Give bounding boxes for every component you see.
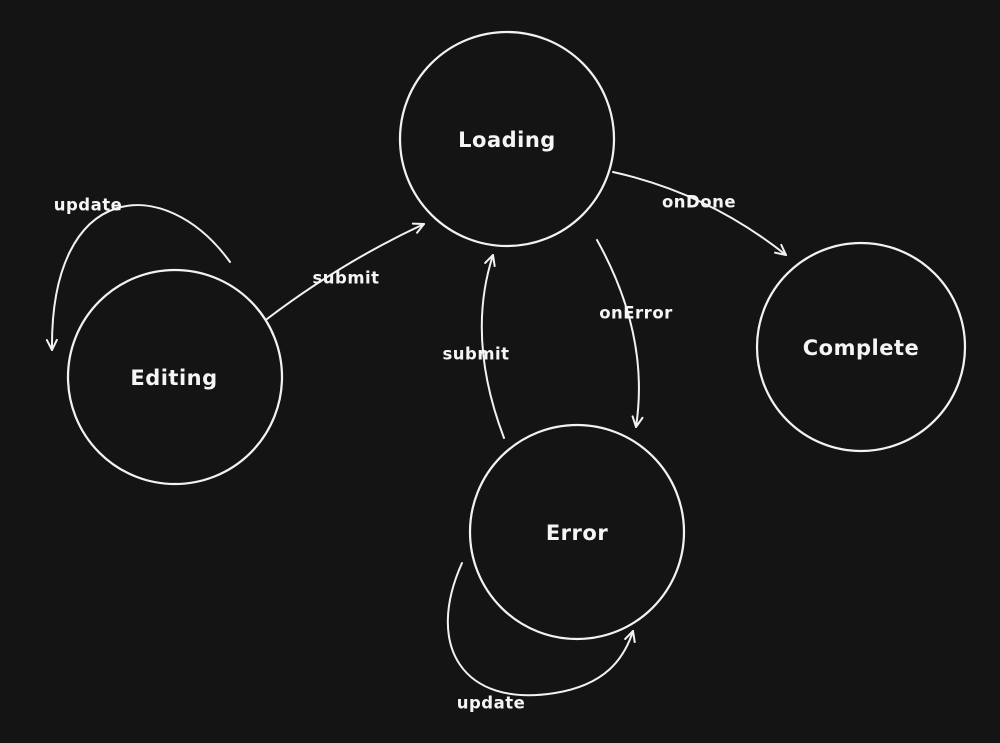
state-node-editing[interactable]: Editing [66, 268, 284, 486]
state-node-complete[interactable]: Complete [755, 241, 967, 453]
state-label-loading: Loading [458, 128, 556, 152]
edge-label-error-submit: submit [442, 345, 509, 364]
transition-edge-editing-update-self[interactable] [45, 204, 231, 351]
edge-label-onerror: onError [599, 304, 673, 323]
state-circle-complete[interactable] [755, 241, 967, 453]
state-circle-editing[interactable] [66, 268, 284, 486]
state-label-complete: Complete [803, 336, 919, 360]
edge-label-ondone: onDone [662, 193, 736, 212]
state-label-editing: Editing [130, 366, 217, 390]
edge-label-editing-update: update [54, 196, 123, 215]
state-circle-error[interactable] [468, 423, 686, 641]
state-node-error[interactable]: Error [468, 423, 686, 641]
state-label-error: Error [546, 521, 608, 545]
edge-label-editing-submit: submit [312, 269, 379, 288]
state-circle-loading[interactable] [398, 30, 616, 248]
transition-edge-error-to-loading[interactable] [480, 254, 505, 439]
edge-label-error-update: update [457, 694, 526, 713]
transition-edge-loading-to-error[interactable] [596, 239, 644, 428]
transition-edge-error-update-self[interactable] [446, 562, 636, 697]
transition-edge-editing-to-loading[interactable] [266, 222, 425, 320]
transition-edge-loading-to-complete[interactable] [612, 171, 787, 256]
state-node-loading[interactable]: Loading [398, 30, 616, 248]
